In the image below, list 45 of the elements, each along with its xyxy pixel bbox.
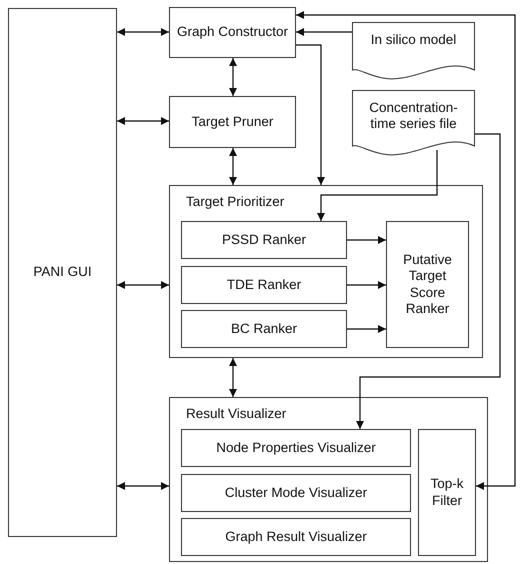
group-box <box>169 185 483 358</box>
group-title: Target Prioritizer <box>186 194 284 210</box>
node-label: In silico model <box>370 32 456 48</box>
node-label: Graph Constructor <box>176 24 288 41</box>
node-label: Cluster Mode Visualizer <box>224 484 368 502</box>
node-label: Graph Result Visualizer <box>225 528 367 546</box>
document-shape <box>352 90 475 158</box>
node-label: PSSD Ranker <box>222 232 306 248</box>
process-box <box>181 518 411 556</box>
process-box <box>181 429 411 467</box>
node-label: Concentration-time series file <box>368 100 459 132</box>
arrow <box>347 325 386 333</box>
process-box <box>418 429 476 556</box>
process-box <box>169 96 296 148</box>
process-box <box>386 221 469 348</box>
group-title: Result Visualizer <box>186 406 286 422</box>
node-label: TDE Ranker <box>226 276 302 294</box>
process-box <box>181 310 347 348</box>
arrow <box>296 11 516 490</box>
arrow <box>117 482 169 490</box>
arrow <box>317 150 438 221</box>
node-label: Top-k Filter <box>429 476 464 509</box>
arrow <box>117 28 169 36</box>
arrow <box>356 133 501 429</box>
document-shape <box>352 22 475 82</box>
node-label: BC Ranker <box>230 320 298 338</box>
arrow <box>296 44 325 185</box>
arrow <box>229 58 237 96</box>
arrow <box>347 281 386 289</box>
arrow <box>117 281 169 289</box>
process-box <box>181 221 347 259</box>
arrow <box>229 358 237 397</box>
node-label: PANI GUI <box>33 264 92 281</box>
process-box <box>8 8 117 537</box>
arrow <box>229 148 237 185</box>
node-label: Node Properties Visualizer <box>216 440 376 456</box>
node-label: Target Pruner <box>192 114 274 130</box>
process-box <box>181 266 347 304</box>
arrow <box>117 117 169 125</box>
node-label: Putative Target Score Ranker <box>402 252 453 317</box>
process-box <box>181 474 411 512</box>
arrow <box>347 236 386 244</box>
process-box <box>169 7 296 58</box>
group-box <box>169 397 488 562</box>
arrow <box>296 28 352 36</box>
